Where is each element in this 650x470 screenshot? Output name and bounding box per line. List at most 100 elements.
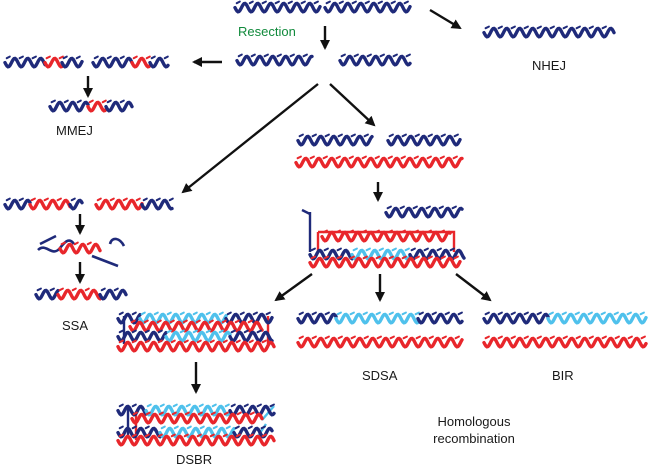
mmej-product-strand — [48, 99, 134, 113]
helix-coil-tick — [362, 255, 368, 260]
helix-coil-tick — [350, 335, 356, 340]
helix-coil-tick — [302, 53, 308, 58]
helix-coil-tick — [418, 311, 424, 316]
helix-coil-tick — [402, 335, 408, 340]
helix-coil-tick — [311, 335, 317, 340]
helix-coil-tick — [438, 205, 444, 210]
helix-coil-tick — [444, 311, 450, 316]
helix-coil-tick — [144, 339, 150, 344]
d-loop-red-helix — [320, 229, 452, 243]
helix-coil-tick — [70, 197, 76, 202]
helix-coil-tick — [348, 229, 354, 234]
helix-coil-tick — [265, 311, 271, 316]
helix-segment — [224, 312, 274, 325]
helix-coil-tick — [247, 425, 253, 430]
helix-coil-tick — [298, 133, 304, 138]
helix-coil-tick — [248, 433, 254, 438]
helix-coil-tick — [510, 25, 516, 30]
helix-coil-tick — [269, 403, 275, 408]
helix-coil-tick — [30, 197, 36, 202]
bir-label: BIR — [552, 368, 574, 383]
helix-segment — [140, 198, 174, 211]
helix-coil-tick — [311, 311, 317, 316]
helix-coil-tick — [523, 335, 529, 340]
helix-coil-tick — [131, 433, 137, 438]
dsb-top-strands — [233, 0, 412, 14]
helix-coil-tick — [209, 339, 215, 344]
helix-coil-tick — [309, 155, 315, 160]
helix-coil-tick — [75, 55, 81, 60]
helix-coil-tick — [118, 329, 124, 334]
helix-coil-tick — [131, 311, 137, 316]
helix-coil-tick — [166, 329, 172, 334]
helix-coil-tick — [182, 319, 188, 324]
helix-segment — [94, 198, 144, 211]
helix-coil-tick — [71, 287, 77, 292]
dsbr-bottom-helix — [116, 329, 274, 343]
helix-coil-tick — [225, 425, 231, 430]
helix-coil-tick — [300, 0, 306, 5]
helix-segment — [233, 1, 322, 14]
helix-coil-tick — [323, 247, 329, 252]
helix-coil-tick — [263, 53, 269, 58]
helix-coil-tick — [324, 311, 330, 316]
helix-coil-tick — [222, 433, 228, 438]
helix-coil-tick — [196, 339, 202, 344]
helix-coil-tick — [613, 311, 619, 316]
helix-segment — [43, 56, 64, 69]
helix-coil-tick — [414, 255, 420, 260]
helix-segment — [296, 312, 338, 325]
ssa-input-strands — [3, 197, 174, 211]
helix-coil-tick — [627, 335, 633, 340]
helix-coil-tick — [431, 311, 437, 316]
helix-segment — [130, 56, 152, 69]
helix-coil-tick — [399, 205, 405, 210]
helix-coil-tick — [248, 0, 254, 5]
helix-coil-tick — [18, 197, 24, 202]
helix-coil-tick — [497, 335, 503, 340]
helix-coil-tick — [84, 287, 90, 292]
dsbr-top-red — [128, 319, 264, 333]
helix-coil-tick — [237, 53, 243, 58]
helix-coil-tick — [93, 55, 99, 60]
helix-coil-tick — [159, 403, 165, 408]
helix-coil-tick — [56, 197, 62, 202]
helix-coil-tick — [247, 319, 253, 324]
helix-coil-tick — [118, 311, 124, 316]
helix-segment — [308, 248, 354, 261]
helix-coil-tick — [415, 335, 421, 340]
helix-coil-tick — [230, 329, 236, 334]
helix-coil-tick — [427, 255, 433, 260]
helix-coil-tick — [197, 411, 203, 416]
helix-segment — [323, 1, 412, 14]
helix-coil-tick — [131, 425, 137, 430]
helix-segment — [56, 288, 102, 301]
helix-segment — [3, 198, 32, 211]
helix-coil-tick — [210, 411, 216, 416]
helix-segment — [294, 156, 464, 169]
helix-segment — [416, 312, 464, 325]
helix-coil-tick — [364, 0, 370, 5]
helix-coil-tick — [183, 433, 189, 438]
helix-coil-tick — [256, 329, 262, 334]
helix-coil-tick — [113, 287, 119, 292]
helix-coil-tick — [349, 311, 355, 316]
helix-coil-tick — [186, 425, 192, 430]
resection-label: Resection — [238, 24, 296, 39]
helix-coil-tick — [142, 197, 148, 202]
helix-coil-tick — [261, 433, 267, 438]
helix-coil-tick — [366, 53, 372, 58]
arrow-to-bir — [455, 273, 492, 302]
helix-coil-tick — [50, 99, 56, 104]
helix-coil-tick — [298, 335, 304, 340]
hr-homolog-strand — [294, 155, 464, 169]
helix-coil-tick — [243, 403, 249, 408]
helix-coil-tick — [600, 311, 606, 316]
helix-segment — [482, 336, 648, 349]
dsbr-bottom-red — [116, 339, 276, 353]
sdsa-label: SDSA — [362, 368, 398, 383]
helix-coil-tick — [86, 241, 92, 246]
helix-coil-tick — [118, 339, 124, 344]
helix-coil-tick — [401, 133, 407, 138]
